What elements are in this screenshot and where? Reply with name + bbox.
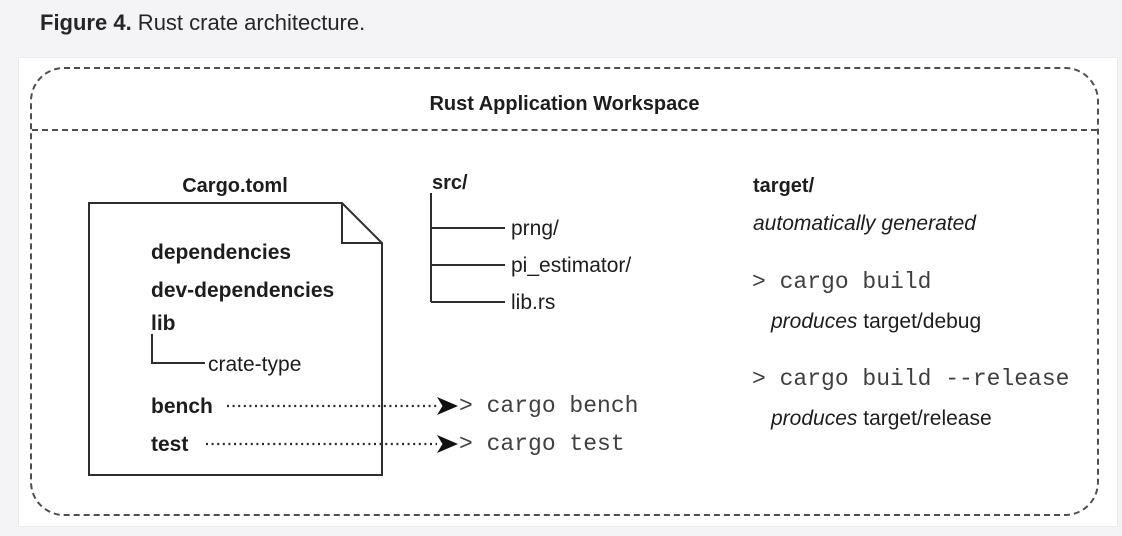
src-tree-item-prng: prng/ [511, 217, 559, 240]
target-release-path: target/release [863, 407, 992, 430]
cargo-item-dev-dependencies: dev-dependencies [151, 279, 335, 302]
cargo-toml-label: Cargo.toml [182, 175, 288, 197]
command-cargo-bench: > cargo bench [459, 393, 639, 419]
cargo-item-dependencies: dependencies [151, 241, 292, 264]
workspace-header-divider [32, 129, 1097, 131]
produces-debug-line: produces target/debug [771, 311, 981, 332]
cargo-item-crate-type: crate-type [208, 353, 302, 376]
folded-corner-icon [341, 203, 382, 244]
produces-word: produces [771, 310, 858, 333]
cargo-item-lib: lib [151, 312, 176, 335]
produces-word: produces [771, 407, 858, 430]
command-cargo-test: > cargo test [459, 431, 625, 457]
src-tree-item-pi-estimator: pi_estimator/ [511, 254, 632, 277]
cargo-item-test: test [151, 433, 189, 456]
workspace-title: Rust Application Workspace [429, 93, 700, 115]
command-cargo-build: > cargo build [752, 269, 932, 295]
figure-caption-text: Rust crate architecture. [131, 10, 366, 35]
figure-caption: Figure 4. Rust crate architecture. [40, 10, 365, 36]
target-debug-path: target/debug [863, 310, 982, 333]
target-label: target/ [753, 175, 815, 197]
workspace-boundary [30, 67, 1099, 516]
command-cargo-build-release: > cargo build --release [752, 366, 1070, 392]
src-tree-root-label: src/ [432, 172, 468, 194]
figure-caption-number: Figure 4. [40, 10, 132, 35]
src-tree-item-lib-rs: lib.rs [511, 291, 556, 314]
cargo-item-bench: bench [151, 395, 213, 418]
produces-release-line: produces target/release [771, 408, 992, 429]
target-generated-note: automatically generated [753, 212, 976, 235]
